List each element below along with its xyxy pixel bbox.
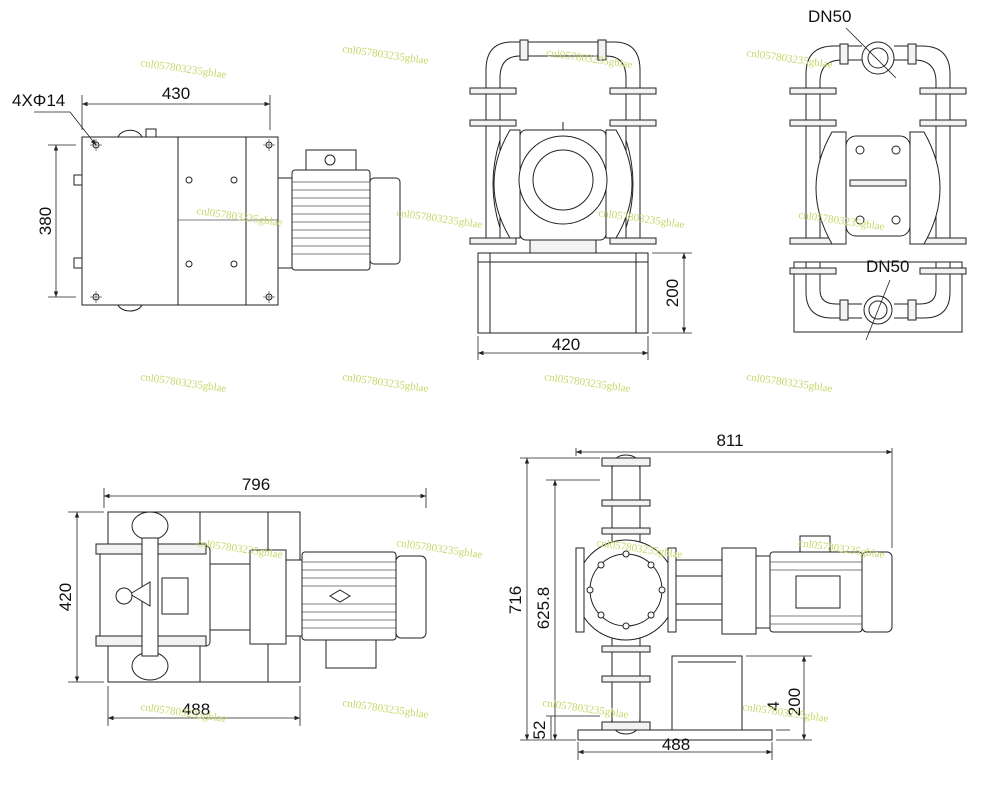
watermark: cnl057803235gblae [746, 371, 834, 395]
watermark: cnl057803235gblae [140, 57, 228, 81]
side-elevation-view: 811 716 625.8 52 200 4 488 [506, 431, 893, 760]
motor-top [277, 149, 401, 271]
port-top-label: DN50 [808, 7, 851, 26]
dim-side-base-height: 200 [785, 688, 804, 716]
top-view: 430 380 4XΦ14 [12, 84, 401, 312]
dim-front-base-height: 200 [663, 279, 682, 307]
dim-side-base-length: 488 [662, 735, 690, 754]
front-base-box [477, 252, 649, 334]
dim-front-base-width: 420 [552, 335, 580, 354]
plan-view: 796 420 488 [56, 475, 427, 726]
watermark: cnl057803235gblae [342, 43, 430, 67]
dim-top-width: 430 [162, 84, 190, 103]
watermark: cnl057803235gblae [342, 697, 430, 721]
dim-side-small: 4 [764, 701, 783, 710]
top-view-base-plate [81, 136, 279, 306]
dim-side-outlet-height: 625.8 [534, 587, 553, 630]
watermark: cnl057803235gblae [140, 371, 228, 395]
bolt-holes [90, 139, 275, 303]
dim-plan-base-length: 488 [182, 700, 210, 719]
watermark: cnl057803235gblae [544, 371, 632, 395]
front-view: 200 420 [469, 39, 692, 360]
watermark: cnl057803235gblae [546, 47, 634, 71]
side-view: DN50 DN50 [789, 7, 967, 341]
port-bottom-label: DN50 [866, 257, 909, 276]
watermark: cnl057803235gblae [746, 47, 834, 71]
dim-side-inlet-height: 52 [530, 721, 549, 740]
dim-plan-width: 420 [56, 583, 75, 611]
watermark: cnl057803235gblae [342, 371, 430, 395]
motor-plan [285, 551, 427, 669]
motor-elevation [755, 535, 893, 633]
bolt-holes-label: 4XΦ14 [12, 91, 65, 110]
dim-side-total-height: 716 [506, 586, 525, 614]
dim-top-height: 380 [36, 207, 55, 235]
dim-side-overall-length: 811 [716, 431, 743, 450]
watermark: cnl057803235gblae [396, 207, 484, 231]
dim-plan-overall-length: 796 [242, 475, 270, 494]
